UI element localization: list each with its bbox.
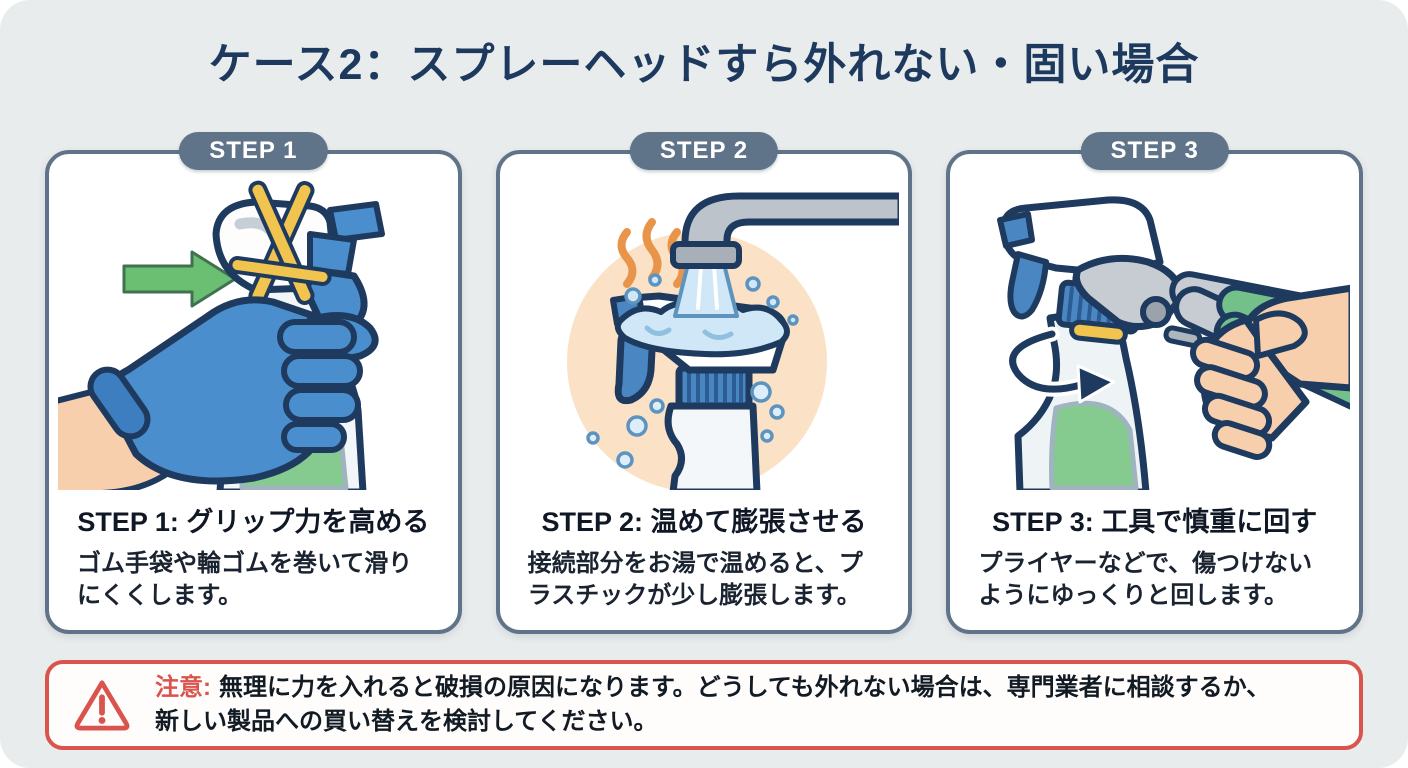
bottle-label — [1048, 400, 1139, 490]
trigger — [1007, 251, 1049, 320]
warning-label: 注意: — [155, 674, 211, 702]
step-heading: STEP 3: 工具で慎重に回す — [992, 507, 1318, 537]
protection-pad-bottom — [1068, 319, 1128, 345]
warning-line-2: 新しい製品への買い替えを検討してください。 — [155, 708, 658, 735]
rubber-bands — [228, 180, 332, 306]
warning-line-1: 無理に力を入れると破損の原因になります。どうしても外れない場合は、専門業者に相談… — [219, 674, 1271, 702]
nozzle — [996, 211, 1035, 249]
warning-triangle-icon — [74, 680, 130, 731]
fingers — [1189, 336, 1272, 460]
step-heading: STEP 2: 温めて膨張させる — [541, 507, 867, 537]
water-drops — [624, 273, 799, 326]
step-card-1: STEP 1 — [45, 132, 462, 634]
step-card-2: STEP 2 — [495, 132, 913, 634]
warning-box: 注意: 無理に力を入れると破損の原因になります。どうしても外れない場合は、専門業者… — [45, 660, 1363, 750]
rubber-glove-hand — [87, 296, 379, 485]
page-title: ケース2：スプレーヘッドすら外れない・固い場合 — [208, 41, 1200, 89]
step3-illustration — [950, 170, 1359, 490]
pliers-pivot — [1139, 296, 1172, 328]
step-badge: STEP 3 — [1080, 132, 1229, 170]
step-description: プライヤーなどで、傷つけないようにゆっくりと回します。 — [978, 550, 1313, 610]
step1-illustration — [49, 170, 458, 490]
glove-fingers — [277, 319, 364, 453]
warning-text: 注意: 無理に力を入れると破損の原因になります。どうしても外れない場合は、専門業者… — [155, 671, 1270, 738]
hand — [1189, 284, 1350, 460]
glove-cuff — [87, 366, 151, 440]
faucet — [670, 192, 899, 269]
step-card-3: STEP 3 — [946, 132, 1364, 634]
direction-arrow-icon — [122, 250, 237, 308]
step2-illustration — [500, 170, 909, 490]
rotation-arrow-icon — [1004, 326, 1116, 404]
step-description: 接続部分をお湯で温めると、プラスチックが少し膨張します。 — [527, 550, 863, 610]
step-description: ゴム手袋や輪ゴムを巻いて滑りにくくします。 — [77, 550, 413, 610]
ribbed-collar — [675, 364, 753, 410]
step-heading: STEP 1: グリップ力を高める — [77, 507, 430, 537]
bubbles — [586, 381, 785, 469]
water-splash — [614, 299, 790, 358]
step-badge: STEP 1 — [179, 132, 328, 170]
nozzle — [327, 201, 386, 243]
step-badge: STEP 2 — [629, 132, 779, 170]
spray-bottle-neck — [664, 402, 761, 490]
thumb — [1252, 310, 1308, 359]
steps-row: STEP 1 — [0, 132, 1408, 634]
